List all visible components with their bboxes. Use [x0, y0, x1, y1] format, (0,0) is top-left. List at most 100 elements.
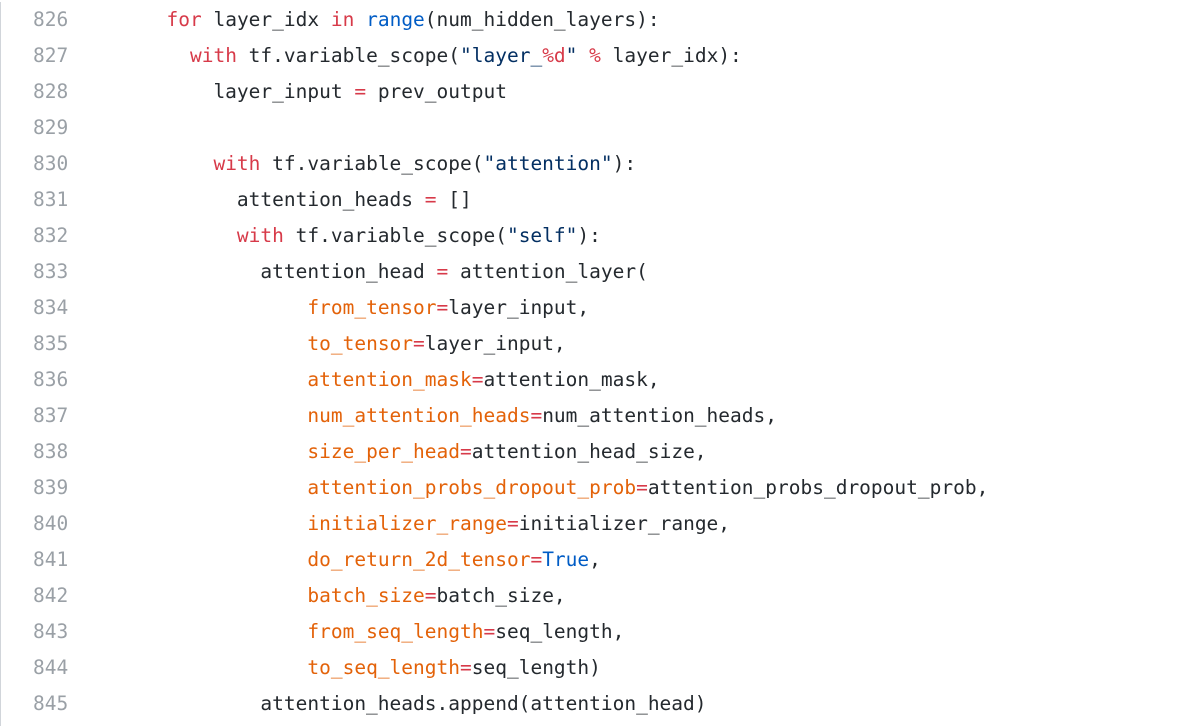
code-content: ​	[115, 110, 988, 146]
line-number[interactable]: 835	[33, 332, 69, 355]
code-token-plain: attention_mask,	[483, 368, 660, 391]
line-number[interactable]: 827	[33, 44, 69, 67]
code-token-plain: ,	[589, 548, 601, 571]
code-line: 830 with tf.variable_scope("attention"):	[1, 146, 988, 182]
line-number[interactable]: 837	[33, 404, 69, 427]
code-token-plain: attention_layer(	[448, 260, 648, 283]
code-content: with tf.variable_scope("attention"):	[115, 146, 988, 182]
code-content: for layer_idx in range(num_hidden_layers…	[115, 2, 988, 38]
code-token-kw: =	[530, 404, 543, 427]
code-token-plain: tf.variable_scope(	[236, 44, 460, 67]
code-token-kw: %	[589, 44, 601, 67]
code-content: initializer_range=initializer_range,	[115, 506, 988, 542]
code-token-plain	[143, 404, 307, 427]
code-line: 834 from_tensor=layer_input,	[1, 290, 988, 326]
line-number[interactable]: 826	[33, 8, 69, 31]
code-token-plain	[143, 296, 307, 319]
code-line: 828 layer_input = prev_output	[1, 74, 988, 110]
code-token-plain	[143, 656, 307, 679]
code-token-param: initializer_range	[307, 512, 507, 535]
code-token-kw: with	[236, 224, 284, 247]
code-content: attention_mask=attention_mask,	[115, 362, 988, 398]
code-token-plain	[143, 8, 166, 31]
code-token-plain: batch_size,	[436, 584, 566, 607]
code-content: size_per_head=attention_head_size,	[115, 434, 988, 470]
line-number[interactable]: 843	[33, 620, 69, 643]
line-number[interactable]: 830	[33, 152, 69, 175]
code-token-kw: =	[471, 368, 484, 391]
line-number[interactable]: 838	[33, 440, 69, 463]
code-token-kw: =	[460, 440, 472, 463]
code-token-kw: with	[189, 44, 237, 67]
code-content: with tf.variable_scope("self"):	[115, 218, 988, 254]
code-token-param: from_seq_length	[307, 620, 484, 643]
line-number[interactable]: 832	[33, 224, 69, 247]
line-number[interactable]: 844	[33, 656, 69, 679]
code-line: 843 from_seq_length=seq_length,	[1, 614, 988, 650]
code-content: attention_heads = []	[115, 182, 988, 218]
code-token-plain: layer_input,	[448, 296, 590, 319]
line-number[interactable]: 841	[33, 548, 69, 571]
code-token-kw: =	[483, 620, 496, 643]
code-token-kw: =	[354, 80, 367, 103]
code-token-plain: (num_hidden_layers):	[424, 8, 660, 31]
code-content: from_tensor=layer_input,	[115, 290, 988, 326]
line-number[interactable]: 834	[33, 296, 69, 319]
code-token-st: "attention"	[483, 152, 613, 175]
code-line: 832 with tf.variable_scope("self"):	[1, 218, 988, 254]
line-number[interactable]: 829	[33, 116, 69, 139]
code-token-plain	[143, 620, 307, 643]
code-token-plain	[143, 332, 307, 355]
code-token-kw: =	[506, 512, 519, 535]
code-line: 837 num_attention_heads=num_attention_he…	[1, 398, 988, 434]
code-token-param: to_tensor	[307, 332, 414, 355]
code-token-kw: =	[436, 296, 449, 319]
code-token-st: "	[565, 44, 578, 67]
line-number[interactable]: 839	[33, 476, 69, 499]
code-line: 827 with tf.variable_scope("layer_%d" % …	[1, 38, 988, 74]
code-token-plain	[143, 440, 307, 463]
code-line: 838 size_per_head=attention_head_size,	[1, 434, 988, 470]
code-token-plain	[143, 512, 307, 535]
code-token-plain: layer_input,	[424, 332, 566, 355]
code-token-param: attention_mask	[307, 368, 472, 391]
code-token-kw: =	[460, 656, 472, 679]
code-line: 841 do_return_2d_tensor=True,	[1, 542, 988, 578]
line-number[interactable]: 836	[33, 368, 69, 391]
code-token-param: size_per_head	[307, 440, 460, 463]
line-number[interactable]: 845	[33, 692, 69, 715]
line-number[interactable]: 833	[33, 260, 69, 283]
code-token-plain: attention_head_size,	[471, 440, 707, 463]
code-content: from_seq_length=seq_length,	[115, 614, 988, 650]
code-token-plain: num_attention_heads,	[542, 404, 777, 427]
code-token-plain: ):	[577, 224, 601, 247]
code-token-plain: attention_heads	[143, 188, 425, 211]
code-line: 831 attention_heads = []	[1, 182, 988, 218]
line-number[interactable]: 828	[33, 80, 69, 103]
code-content: with tf.variable_scope("layer_%d" % laye…	[115, 38, 988, 74]
line-number[interactable]: 831	[33, 188, 69, 211]
code-line: 842 batch_size=batch_size,	[1, 578, 988, 614]
code-token-plain: ):	[612, 152, 637, 175]
code-line: 833 attention_head = attention_layer(	[1, 254, 988, 290]
code-token-plain	[143, 548, 307, 571]
code-token-plain: attention_probs_dropout_prob,	[647, 476, 989, 499]
code-token-kw: =	[436, 260, 449, 283]
code-token-bi: range	[366, 8, 425, 31]
line-number[interactable]: 842	[33, 584, 69, 607]
code-token-param: attention_probs_dropout_prob	[307, 476, 637, 499]
code-body: 826 for layer_idx in range(num_hidden_la…	[1, 2, 988, 722]
code-line: 826 for layer_idx in range(num_hidden_la…	[1, 2, 988, 38]
code-content: attention_head = attention_layer(	[115, 254, 988, 290]
code-line: 845 attention_heads.append(attention_hea…	[1, 686, 988, 722]
code-token-kw: %d	[542, 44, 566, 67]
line-number[interactable]: 840	[33, 512, 69, 535]
code-content: layer_input = prev_output	[115, 74, 988, 110]
code-token-kw: =	[413, 332, 425, 355]
code-token-kw: =	[424, 188, 437, 211]
code-token-kw: =	[530, 548, 543, 571]
code-token-plain: layer_idx):	[600, 44, 742, 67]
code-token-plain: attention_head	[143, 260, 437, 283]
code-token-plain	[143, 368, 307, 391]
